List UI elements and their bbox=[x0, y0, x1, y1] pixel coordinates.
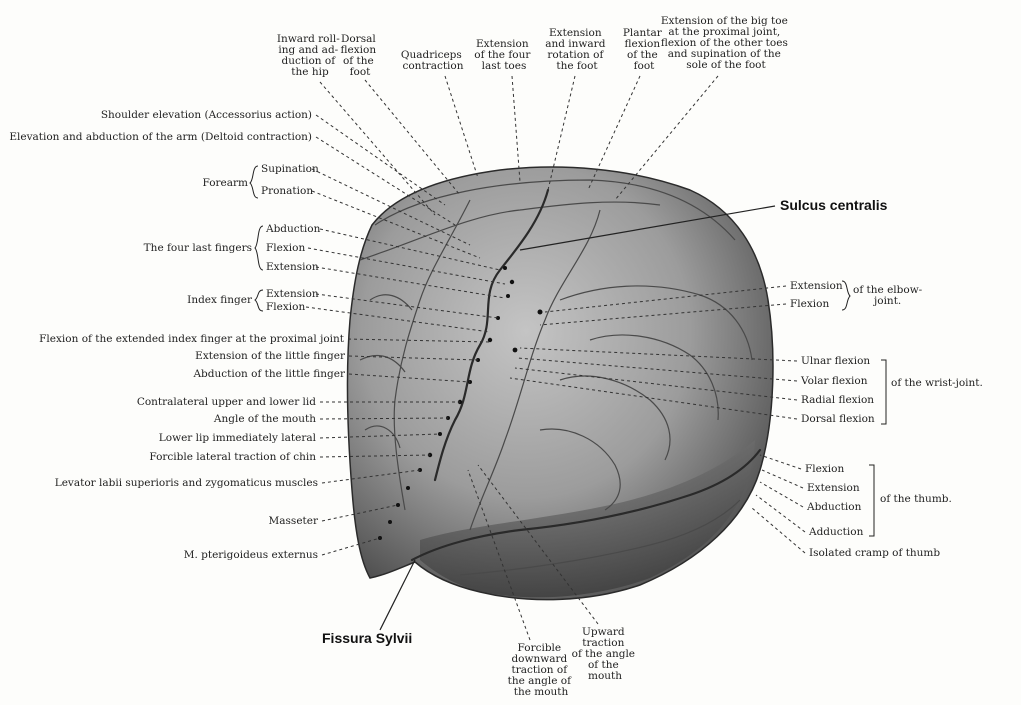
parietal-fold-3 bbox=[539, 428, 621, 511]
brain-illustration bbox=[346, 166, 774, 601]
label-thumb-cramp: Isolated cramp of thumb bbox=[809, 547, 940, 559]
label-radial: Radial flexion bbox=[801, 394, 874, 406]
label-fingers-flexion: Flexion bbox=[266, 242, 305, 254]
top-label-plantar: Plantar flexion of the foot bbox=[623, 27, 665, 72]
top-label-quadriceps: Quadriceps contraction bbox=[401, 49, 465, 72]
label-pterygoid: M. pterigoideus externus bbox=[184, 549, 318, 561]
sulcus-centralis-line bbox=[519, 205, 776, 251]
index-brace bbox=[254, 289, 264, 312]
label-index-group: Index finger bbox=[187, 294, 253, 306]
label-thumb-abduction: Abduction bbox=[806, 501, 862, 513]
postcentral-sulcus bbox=[469, 209, 601, 531]
frontal-fold-3 bbox=[364, 425, 401, 449]
label-arm: Elevation and abduction of the arm (Delt… bbox=[9, 131, 312, 143]
right-leader-lines bbox=[509, 285, 806, 554]
label-pronation: Pronation bbox=[261, 185, 313, 197]
central-sulcus bbox=[433, 188, 550, 482]
sylvian-fissure bbox=[410, 448, 762, 562]
label-thumb-group: of the thumb. bbox=[880, 493, 952, 505]
label-elbow-group: of the elbow- joint. bbox=[853, 284, 926, 307]
thumb-brace bbox=[869, 464, 875, 537]
label-thumb-flexion: Flexion bbox=[805, 463, 844, 475]
label-thumb-adduction: Adduction bbox=[808, 526, 864, 538]
label-abd-little: Abduction of the little finger bbox=[192, 368, 346, 380]
label-dorsal: Dorsal flexion bbox=[801, 413, 875, 425]
temporal-sulcus bbox=[459, 499, 741, 576]
top-label-four-toes: Extension of the four last toes bbox=[474, 38, 533, 72]
label-supination: Supination bbox=[261, 163, 319, 175]
parietal-fold-1 bbox=[589, 334, 719, 421]
label-fingers-abduction: Abduction bbox=[265, 223, 321, 235]
top-label-dorsal-foot: Dorsal flexion of the foot bbox=[341, 33, 380, 78]
label-wrist-group: of the wrist-joint. bbox=[891, 377, 983, 389]
top-label-hip: Inward roll- ing and ad- duction of the … bbox=[277, 33, 343, 78]
label-mouth-angle: Angle of the mouth bbox=[213, 413, 316, 425]
bottom-leader-lines bbox=[467, 464, 599, 641]
label-forearm-group: Forearm bbox=[202, 177, 248, 189]
label-masseter: Masseter bbox=[269, 515, 319, 527]
top-label-big-toe: Extension of the big toe at the proximal… bbox=[661, 15, 791, 71]
label-lower-lip: Lower lip immediately lateral bbox=[159, 432, 317, 444]
bottom-label-downward-traction: Forcible downward traction of the angle … bbox=[508, 642, 575, 698]
label-elbow-extension: Extension bbox=[790, 280, 843, 292]
label-index-flexion: Flexion bbox=[266, 301, 305, 313]
top-labels: Inward roll- ing and ad- duction of the … bbox=[277, 15, 791, 78]
intraparietal bbox=[559, 285, 753, 361]
label-shoulder: Shoulder elevation (Accessorius action) bbox=[101, 109, 312, 121]
right-labels: Extension Flexion of the elbow- joint. U… bbox=[790, 280, 983, 559]
medial-rim bbox=[374, 179, 736, 241]
label-fingers-group: The four last fingers bbox=[144, 242, 252, 254]
label-lids: Contralateral upper and lower lid bbox=[137, 396, 316, 408]
fissura-sylvii-label: Fissura Sylvii bbox=[322, 630, 412, 646]
label-fingers-extension: Extension bbox=[266, 261, 319, 273]
label-ulnar: Ulnar flexion bbox=[801, 355, 870, 367]
forearm-brace bbox=[249, 165, 259, 199]
temporal-lobe bbox=[420, 440, 755, 598]
top-leader-lines bbox=[319, 75, 719, 216]
precentral-sulcus bbox=[393, 199, 471, 511]
elbow-brace bbox=[841, 280, 851, 311]
bottom-labels: Forcible downward traction of the angle … bbox=[508, 626, 639, 698]
left-labels: Shoulder elevation (Accessorius action) … bbox=[9, 109, 346, 561]
sulcus-centralis-label: Sulcus centralis bbox=[780, 197, 888, 213]
label-ext-little: Extension of the little finger bbox=[195, 350, 346, 362]
left-leader-lines bbox=[305, 114, 506, 556]
wrist-brace bbox=[881, 359, 887, 425]
fissura-sylvii-line bbox=[379, 559, 416, 631]
label-volar: Volar flexion bbox=[800, 375, 868, 387]
bottom-label-upward-traction: Upward traction of the angle of the mout… bbox=[572, 626, 639, 682]
label-elbow-flexion: Flexion bbox=[790, 298, 829, 310]
label-chin: Forcible lateral traction of chin bbox=[149, 451, 316, 463]
frontal-fold-1 bbox=[369, 294, 413, 311]
label-levator: Levator labii superioris and zygomaticus… bbox=[55, 477, 318, 489]
superior-frontal bbox=[359, 201, 661, 261]
fingers-brace bbox=[254, 225, 264, 271]
label-ext-index-prox: Flexion of the extended index finger at … bbox=[39, 333, 345, 345]
top-label-foot-rotation: Extension and inward rotation of the foo… bbox=[545, 27, 609, 72]
label-thumb-extension: Extension bbox=[807, 482, 860, 494]
label-index-extension: Extension bbox=[266, 288, 319, 300]
